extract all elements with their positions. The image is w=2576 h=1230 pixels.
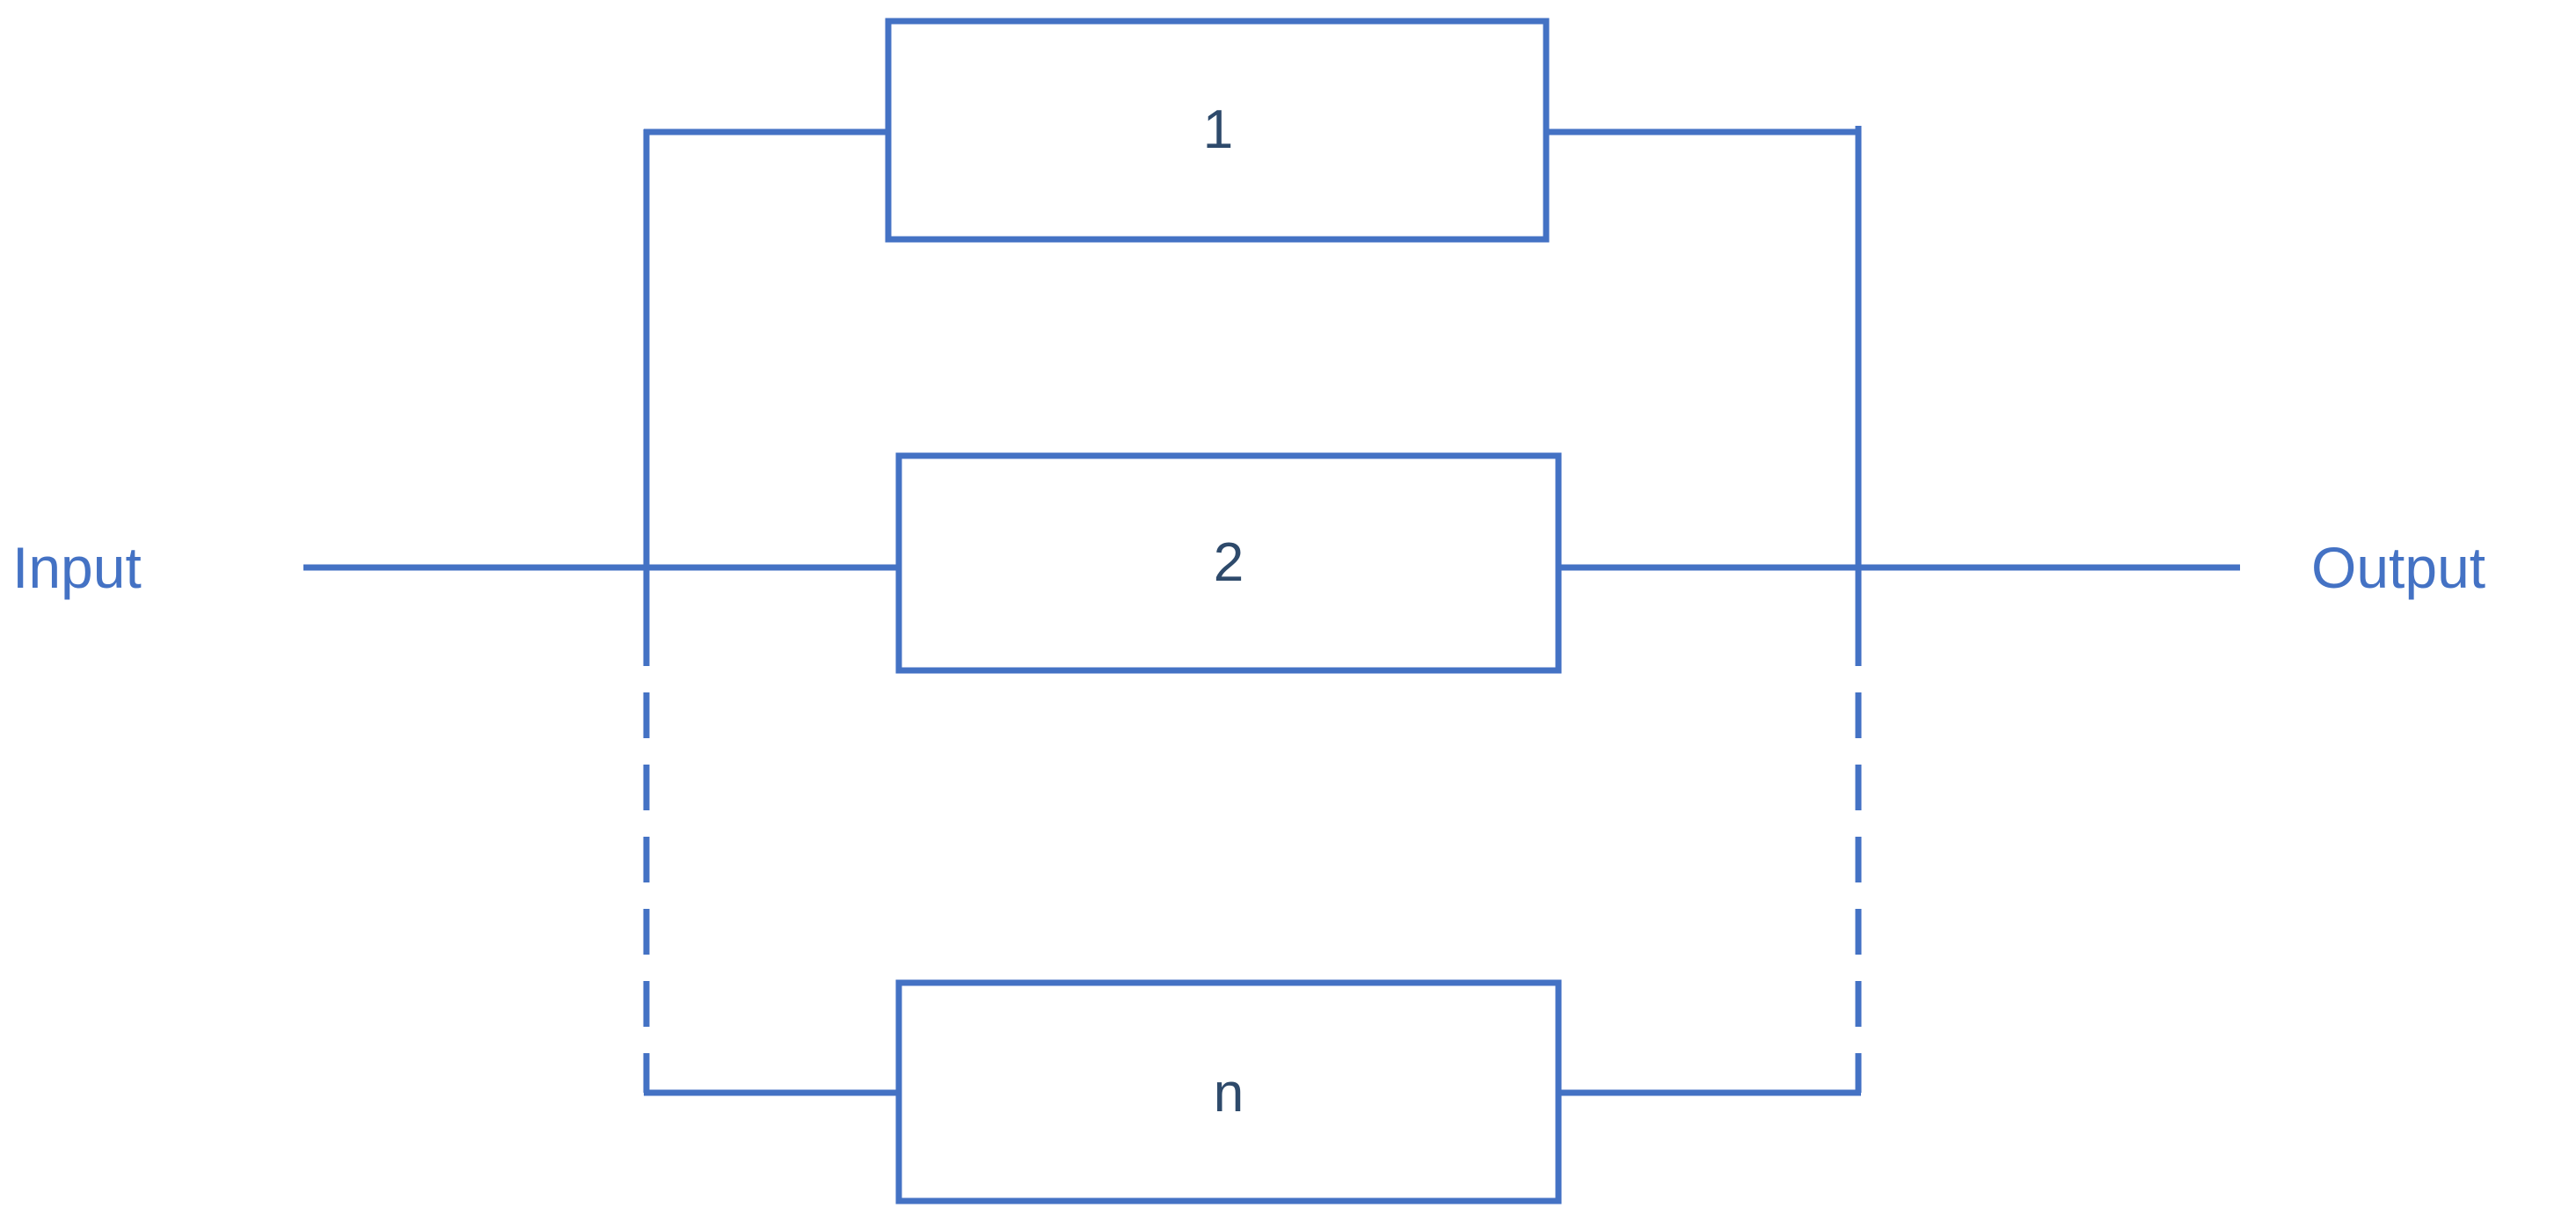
block-2-label: 2 bbox=[1213, 532, 1244, 593]
block-1-label: 1 bbox=[1202, 99, 1234, 160]
input-label: Input bbox=[12, 535, 142, 600]
output-label: Output bbox=[2311, 535, 2486, 600]
block-n-label: n bbox=[1213, 1063, 1244, 1124]
block-2-rect[interactable] bbox=[895, 452, 1562, 674]
